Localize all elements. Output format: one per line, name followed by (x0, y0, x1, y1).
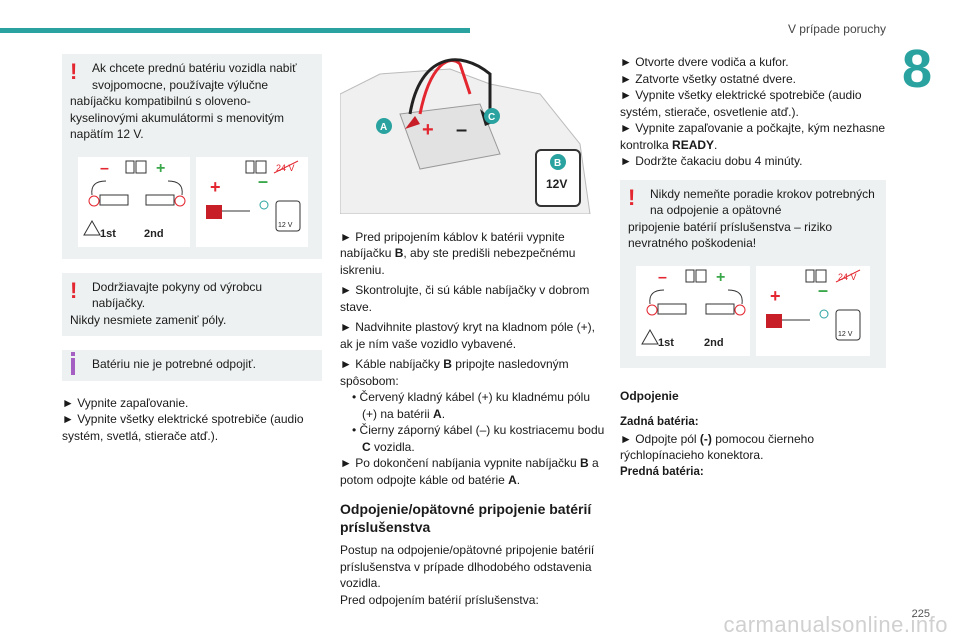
sub-instruction-item: • Červený kladný kábel (+) ku kladnému p… (352, 390, 590, 421)
info-icon (71, 352, 75, 375)
warning-text-line1: Dodržiavajte pokyny od výrobcu nabíjačky… (92, 279, 263, 311)
info-note: Batériu nie je potrebné odpojiť. (62, 350, 322, 381)
battery-polarity-diagram-icon: – + 1st 2nd 24 V + – (78, 156, 308, 247)
header-accent-bar (0, 28, 470, 33)
svg-text:–: – (658, 269, 667, 286)
svg-text:+: + (716, 269, 725, 286)
paragraph: Postup na odpojenie/opätovné pripojenie … (340, 543, 595, 590)
instruction-item: ► Vypnite zapaľovanie a počkajte, kým ne… (620, 121, 886, 152)
polarity-figure: – + 1st 2nd 24 V + – (628, 259, 878, 360)
subheading: Zadná batéria: (620, 416, 699, 428)
instruction-item: ► Vypnite všetky elektrické spotrebiče (… (62, 412, 304, 443)
svg-text:+: + (210, 177, 221, 197)
section-heading: Odpojenie (620, 388, 679, 403)
column-left: ! Ak chcete prednú batériu vozidla nabiť… (62, 54, 322, 444)
info-text: Batériu nie je potrebné odpojiť. (92, 357, 256, 371)
instruction-item: ► Pred pripojením káblov k batérii vypni… (340, 229, 576, 277)
instruction-item: ► Odpojte pól (-) pomocou čierneho rýchl… (620, 431, 814, 463)
chapter-number: 8 (901, 39, 932, 99)
subheading: Predná batéria: (620, 465, 704, 478)
warning-note-charger: ! Ak chcete prednú batériu vozidla nabiť… (62, 54, 322, 259)
warning-text-rest: Nikdy nesmiete zameniť póly. (70, 312, 227, 327)
paragraph: Pred odpojením batérií príslušenstva: (340, 592, 539, 607)
svg-text:B: B (554, 158, 561, 169)
engine-battery-illustration-icon: + – A C B 12V (339, 58, 591, 215)
svg-text:–: – (818, 280, 828, 300)
section-heading: Odpojenie/opätovné pripojenie batérií pr… (340, 501, 592, 535)
svg-text:1st: 1st (658, 337, 674, 349)
warning-note-order: ! Nikdy nemeňte poradie krokov potrebnýc… (620, 179, 886, 368)
column-right: ► Otvorte dvere vodiča a kufor. ► Zatvor… (620, 54, 886, 480)
instruction-item: ► Zatvorte všetky ostatné dvere. (620, 71, 796, 86)
svg-text:+: + (770, 286, 781, 306)
svg-text:24 V: 24 V (838, 272, 857, 282)
instruction-item: ► Vypnite zapaľovanie. (62, 395, 189, 410)
svg-text:12 V: 12 V (838, 331, 853, 338)
watermark: carmanualsonline.info (723, 612, 948, 637)
svg-text:–: – (258, 171, 268, 191)
column-middle: + – A C B 12V ► Pred pripojením káblov k… (339, 54, 605, 608)
warning-note-polarity: ! Dodržiavajte pokyny od výrobcu nabíjač… (62, 272, 322, 336)
sub-instruction-item: • Čierny záporný kábel (–) ku kostriacem… (352, 423, 605, 454)
svg-text:–: – (456, 119, 467, 141)
svg-text:12 V: 12 V (278, 222, 293, 229)
instruction-item: ► Vypnite všetky elektrické spotrebiče (… (620, 88, 862, 119)
instruction-item: ► Otvorte dvere vodiča a kufor. (620, 55, 789, 69)
svg-text:+: + (422, 119, 434, 141)
header-title: V prípade poruchy (787, 22, 886, 36)
instruction-item: ► Po dokončení nabíjania vypnite nabíjač… (340, 456, 599, 487)
svg-text:–: – (100, 160, 109, 177)
svg-text:1st: 1st (100, 228, 116, 240)
svg-text:24 V: 24 V (276, 163, 295, 173)
page-number: 225 (911, 608, 930, 620)
svg-text:2nd: 2nd (144, 228, 164, 240)
warning-text-line1: Ak chcete prednú batériu vozidla nabiť s… (92, 61, 297, 92)
svg-text:12V: 12V (546, 177, 567, 191)
warning-text-line1: Nikdy nemeňte poradie krokov potrebných … (650, 186, 875, 218)
warning-exclamation-icon: ! (70, 277, 78, 303)
svg-text:C: C (488, 112, 495, 123)
warning-exclamation-icon: ! (70, 59, 78, 84)
warning-text-rest: pripojenie batérií príslušenstva – rizik… (628, 219, 833, 251)
warning-text-rest: nabíjačku kompatibilnú s oloveno-kyselin… (70, 94, 285, 141)
instruction-item: ► Káble nabíjačky B pripojte nasledovným… (340, 357, 569, 388)
instruction-item: ► Skontrolujte, či sú káble nabíjačky v … (340, 283, 590, 314)
battery-polarity-diagram-icon: – + 1st 2nd 24 V + – (636, 265, 870, 356)
svg-text:A: A (380, 122, 387, 133)
instruction-item: ► Nadvihnite plastový kryt na kladnom pó… (340, 320, 595, 351)
polarity-figure: – + 1st 2nd 24 V + – (70, 150, 314, 251)
svg-text:2nd: 2nd (704, 337, 724, 349)
instruction-item: ► Dodržte čakaciu dobu 4 minúty. (620, 154, 803, 168)
svg-text:+: + (156, 160, 165, 177)
warning-exclamation-icon: ! (628, 184, 636, 210)
